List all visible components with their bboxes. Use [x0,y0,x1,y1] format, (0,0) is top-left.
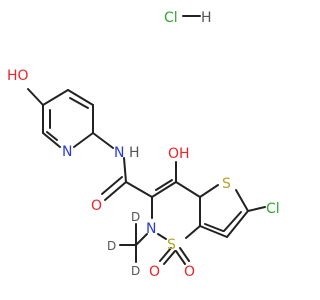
bond-c4-c4a [175,181,201,198]
deuterium-1-label: D [131,210,140,224]
bond-s-o1 [159,247,172,262]
bond-c4a-s [199,184,219,198]
atom-labels: Cl H HO N N H O OH S Cl N S O O D D D [7,10,280,280]
sulfonyl-oxygen-2-label: O [184,264,195,280]
bond-c6-c7 [226,210,249,238]
hcl-h-label: H [201,10,212,26]
deuterium-3-label: D [131,264,140,278]
bond-c6-cl [247,206,266,212]
hcl-cl-label: Cl [164,10,178,26]
bond-c2-nh [92,132,114,149]
bond-pyr-5 [42,132,61,148]
amide-oxygen-label: O [91,198,102,214]
bond-s-o2 [179,247,190,262]
bond-c6-c7-inner [223,211,242,232]
bonds [27,15,266,265]
pyridine-nitrogen-label: N [62,144,72,160]
bond-s-o1-2 [163,250,176,265]
sulfonyl-oxygen-1-label: O [149,264,160,280]
amide-hydrogen-label: H [129,145,140,161]
amide-nitrogen-label: N [114,145,124,161]
sulfonyl-sulfur-label: S [167,237,176,253]
bond-co-c3 [125,181,153,198]
bond-c3-c4-inner [155,179,173,191]
bond-nh-co [123,157,127,183]
bond-pyr-5-inner [46,131,58,141]
bond-co [104,181,127,201]
bond-c3-c4 [151,181,177,198]
bond-co-2 [101,176,123,195]
thiophene-sulfur-label: S [222,176,231,192]
bond-c7a-s1 [185,225,201,239]
bond-n2-s1 [157,233,167,240]
bond-c7-c7a-inner [204,223,224,232]
bond-pyr-2 [67,89,94,106]
bond-pyr-1 [42,89,69,106]
bond-s-c6 [235,189,249,212]
bond-pyr-4 [73,132,94,148]
pyridine-hydroxyl-label: HO [7,68,29,84]
sulfonamide-nitrogen-label: N [146,221,156,237]
bond-n-cd3 [135,233,148,246]
deuterium-2-label: D [107,239,116,253]
enol-hydroxyl-label: OH [168,146,190,162]
bond-c7-c7a [199,225,228,238]
bond-pyr-oh [27,88,44,106]
bond-pyr-2-inner [69,97,89,109]
bond-s-o2-2 [175,250,186,265]
chlorine-label: Cl [266,201,280,217]
molecule-structure: Cl H HO N N H O OH S Cl N S O O D D D [7,10,280,280]
